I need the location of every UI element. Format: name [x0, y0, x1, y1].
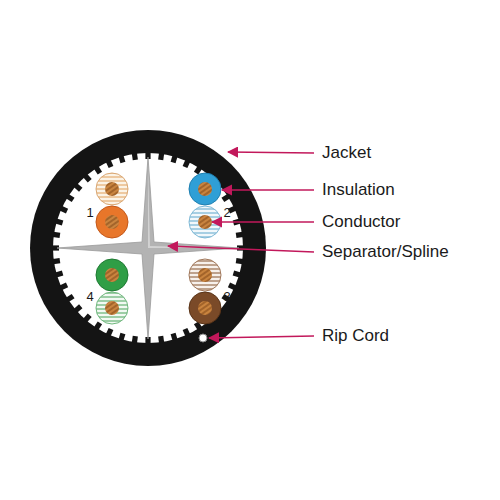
part-label: Insulation	[322, 181, 395, 200]
jacket-rib	[132, 153, 138, 161]
conductor	[105, 215, 119, 229]
callout-number: 4	[86, 290, 93, 304]
jacket-rib	[233, 271, 241, 278]
pair-2	[189, 173, 221, 238]
leader-lines	[168, 152, 314, 338]
leader-line	[168, 246, 314, 252]
jacket-rib	[221, 194, 230, 202]
jacket-rib	[83, 174, 92, 183]
pair-3	[189, 259, 221, 324]
jacket-rib	[118, 155, 125, 163]
jacket-rib	[183, 160, 191, 169]
part-label: Conductor	[322, 213, 400, 232]
leader-line	[222, 189, 314, 191]
conductor	[198, 215, 212, 229]
jacket-rib	[118, 333, 125, 341]
conductor	[198, 301, 212, 315]
part-label: Jacket	[322, 144, 371, 163]
leader-line	[212, 221, 314, 223]
conductor	[105, 268, 119, 282]
jacket-rib	[106, 160, 114, 169]
jacket-rib	[171, 333, 178, 341]
jacket-rib	[60, 283, 69, 291]
insulation	[189, 292, 221, 324]
conductor	[198, 268, 212, 282]
jacket-rib	[74, 304, 83, 313]
jacket-rib	[66, 194, 75, 202]
jacket-rib	[66, 294, 75, 302]
insulation	[96, 173, 128, 205]
insulation	[96, 292, 128, 324]
jacket-rib	[106, 328, 114, 337]
jacket-rib	[83, 314, 92, 323]
jacket-rib	[94, 321, 102, 330]
jacket-rib	[74, 183, 83, 192]
part-label: Separator/Spline	[322, 243, 449, 262]
jacket-rib	[158, 336, 164, 344]
spline-highlight	[148, 165, 230, 248]
jacket-rib	[236, 258, 244, 264]
callout-number: 3	[223, 290, 230, 304]
jacket-rib	[171, 155, 178, 163]
jacket-rib	[60, 206, 69, 214]
jacket-rib	[55, 271, 63, 278]
jacket-rib	[183, 328, 191, 337]
conductor	[198, 182, 212, 196]
pair-1	[96, 173, 128, 238]
jacket-rib	[236, 232, 244, 238]
callout-number: 2	[223, 206, 230, 220]
callout-number: 1	[86, 206, 93, 220]
pair-4	[96, 259, 128, 324]
leader-line	[228, 152, 314, 153]
leader-line	[209, 336, 314, 338]
insulation	[189, 173, 221, 205]
insulation	[96, 259, 128, 291]
jacket-rib	[55, 218, 63, 225]
jacket-rib	[53, 232, 61, 238]
part-label: Rip Cord	[322, 327, 389, 346]
jacket-rib	[132, 336, 138, 344]
conductor	[105, 301, 119, 315]
rip-cord	[199, 334, 207, 342]
insulation	[96, 206, 128, 238]
jacket-rib	[94, 166, 102, 175]
jacket-rib	[158, 153, 164, 161]
jacket-rib	[53, 258, 61, 264]
insulation	[189, 259, 221, 291]
conductor	[105, 182, 119, 196]
